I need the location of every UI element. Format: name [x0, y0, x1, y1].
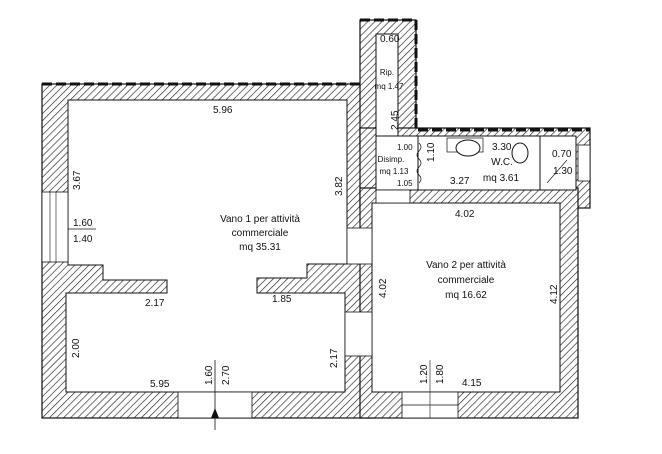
rip-title: Rip. [380, 68, 394, 77]
room-small [539, 135, 577, 191]
dim-door1-w: 1.60 [204, 365, 215, 385]
disimp-title: Disimp. [378, 155, 405, 164]
dim-v2-left: 4.02 [378, 278, 389, 298]
dim-v2-top: 4.02 [455, 209, 475, 220]
dim-v1-lower-left: 2.00 [71, 338, 82, 358]
opening-disimp-v2 [375, 189, 411, 204]
room-vano-2 [371, 202, 561, 393]
vano2-area: mq 16.62 [445, 290, 487, 301]
dim-door2-h: 1.80 [435, 364, 446, 384]
outer-dashed-line [42, 18, 590, 132]
dim-part-right: 1.85 [272, 294, 292, 305]
dim-dis-h: 1.10 [426, 142, 437, 162]
dim-v1-left: 3.67 [72, 170, 83, 190]
sink-icon [446, 137, 484, 157]
vano1-area: mq 35.31 [239, 242, 281, 253]
dim-v2-right: 4.12 [549, 284, 560, 304]
dim-door2-w: 1.20 [419, 364, 430, 384]
opening-v1-v2-lower [344, 311, 373, 357]
vano2-title: Vano 2 per attività [426, 260, 506, 271]
vano2-subtitle: commerciale [438, 275, 495, 286]
room-disimp [375, 135, 419, 191]
wc-title: W.C. [491, 157, 513, 168]
dim-v1-top: 5.96 [213, 105, 233, 116]
window-left [41, 191, 69, 263]
dim-wc-top: 3.30 [492, 142, 512, 153]
dim-small-h: 1.30 [553, 166, 573, 177]
dim-rip-h: 2.45 [390, 110, 401, 130]
entrance-arrow-icon [211, 360, 219, 430]
dimension-labels: 5.96 3.67 3.82 1.60 1.40 2.17 1.85 2.00 … [71, 34, 573, 390]
window-small [577, 144, 591, 182]
room-vano-1 [65, 99, 348, 393]
dim-small-w: 0.70 [552, 149, 572, 160]
rip-area: mq 1.47 [375, 82, 404, 91]
dim-rip-w: 0.60 [380, 34, 400, 45]
dim-window-w: 1.60 [73, 218, 93, 229]
vano1-title: Vano 1 per attività [220, 214, 300, 225]
dim-v1-right: 3.82 [334, 176, 345, 196]
wc-area: mq 3.61 [483, 173, 520, 184]
dim-wc-bottom: 3.27 [450, 176, 470, 187]
dim-v1-lower-right: 2.17 [329, 348, 340, 368]
dim-door1-h: 2.70 [221, 365, 232, 385]
dim-dis-bottom: 1.05 [397, 179, 413, 188]
opening-v1-v2-upper [346, 227, 373, 265]
dim-window-h: 1.40 [73, 234, 93, 245]
disimp-area: mq 1.13 [380, 167, 409, 176]
toilet-icon [511, 142, 529, 164]
dim-part-left: 2.17 [145, 298, 165, 309]
dim-dis-top: 1.00 [397, 143, 413, 152]
dim-v2-bottom: 4.15 [462, 378, 482, 389]
vano1-subtitle: commerciale [232, 228, 289, 239]
dim-v1-bottom: 5.95 [150, 379, 170, 390]
